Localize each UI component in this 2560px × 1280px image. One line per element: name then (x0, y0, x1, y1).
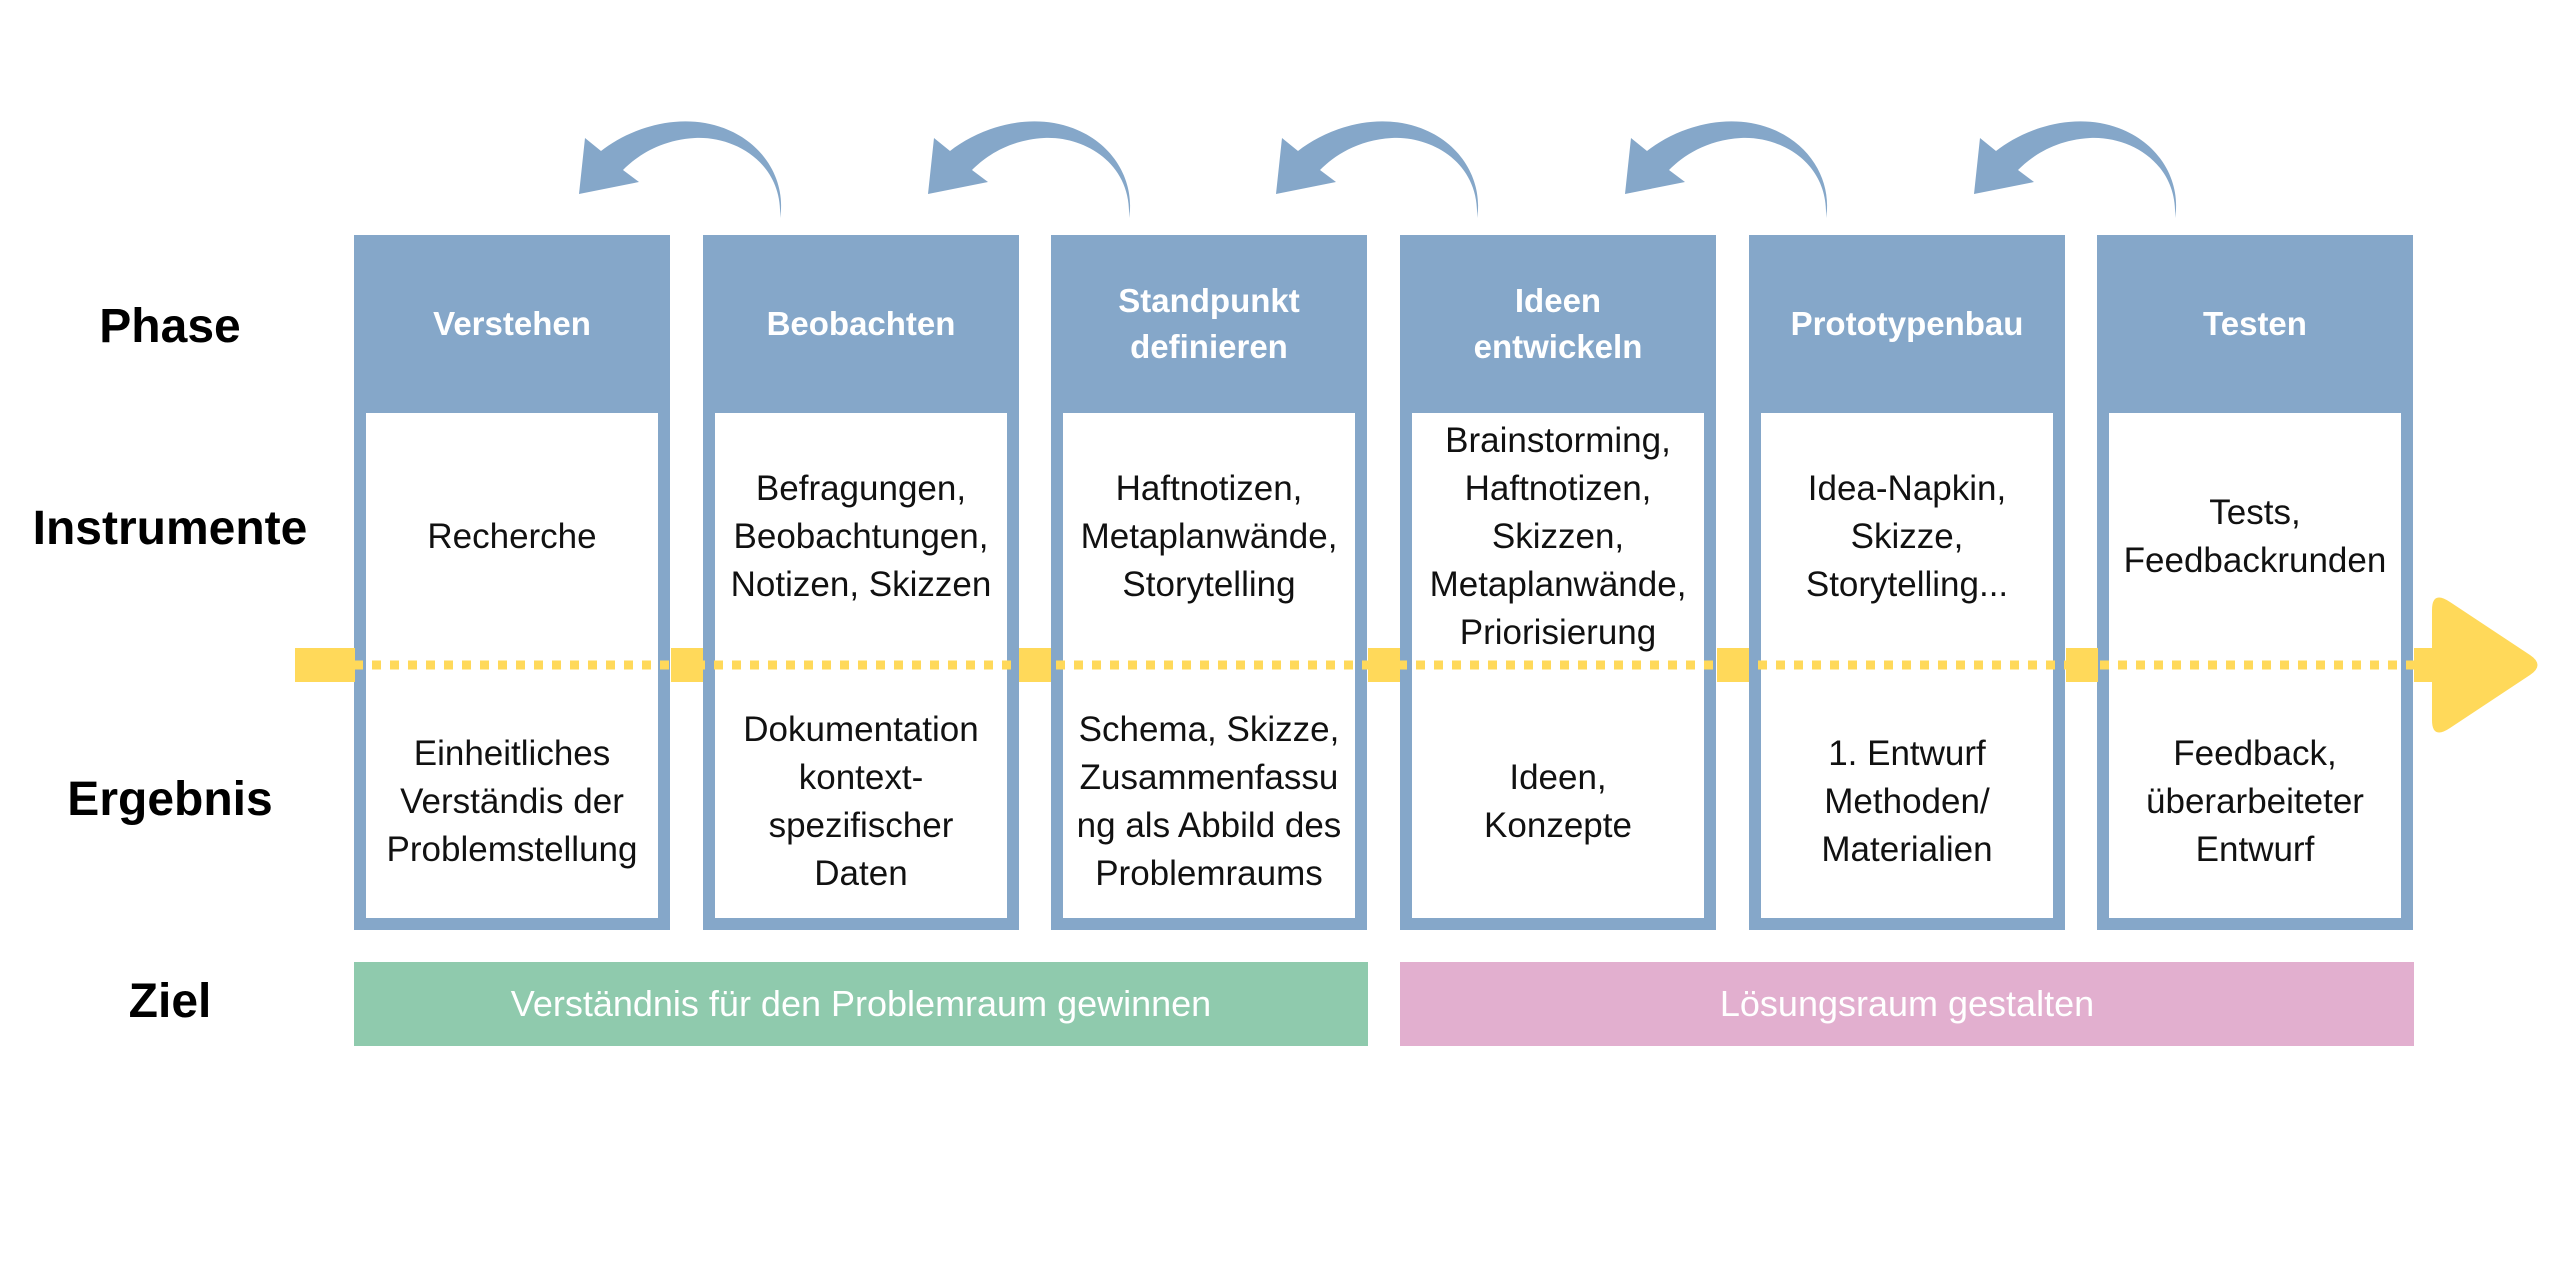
phase-title-line: Beobachten (766, 305, 956, 342)
instrumente-cell: Brainstorming, Haftnotizen, Skizzen, Metapl… (1412, 413, 1704, 661)
timeline-arrow-icon (2432, 597, 2538, 733)
instrumente-cell-line: Metaplanwände, (1429, 565, 1687, 604)
phase-title-line: Ideen (1514, 282, 1602, 319)
phase-title-line: Standpunkt (1118, 282, 1300, 319)
ergebnis-cell-line: Methoden/ (1824, 781, 1990, 821)
instrumente-cell: Recherche (366, 413, 658, 661)
instrumente-cell-line: Recherche (427, 517, 597, 556)
ergebnis-cell-line: kontext- (798, 757, 924, 797)
phase-title-line: Prototypenbau (1790, 305, 2024, 342)
ergebnis-cell-line: überarbeiteter (2146, 781, 2364, 821)
ergebnis-cell: Schema, Skizze, Zusammenfassu ng als Abbil… (1063, 685, 1355, 918)
instrumente-cell-line: Metaplanwände, (1080, 517, 1338, 556)
ergebnis-cell-line: Materialien (1821, 829, 1993, 869)
ergebnis-cell-line: Einheitliches (413, 733, 611, 773)
instrumente-cell: Befragungen, Beobachtungen, Notizen, Skizz… (715, 413, 1007, 661)
instrumente-cell-line: Brainstorming, (1445, 421, 1671, 460)
ergebnis-cell-line: Problemraums (1095, 853, 1323, 893)
phase-title-line: Verstehen (433, 305, 591, 342)
ergebnis-cell: Ideen, Konzepte (1412, 685, 1704, 918)
timeline-segment (2414, 648, 2434, 682)
ergebnis-cell-line: Entwurf (2195, 829, 2315, 869)
phase-title: Testen (2097, 235, 2413, 413)
ergebnis-cell-line: Daten (814, 853, 908, 893)
goal-loesungsraum: Lösungsraum gestalten (1400, 962, 2414, 1046)
instrumente-cell-line: Haftnotizen, (1464, 469, 1652, 508)
loop-back-arrow-icon (1625, 121, 1828, 218)
row-label-ziel: Ziel (128, 975, 212, 1028)
instrumente-cell-line: Haftnotizen, (1115, 469, 1303, 508)
phase-title-line: Testen (2203, 305, 2307, 342)
row-label-phase: Phase (99, 300, 241, 353)
instrumente-cell: Idea-Napkin, Skizze, Storytelling... (1761, 413, 2053, 661)
loop-back-arrow-icon (1974, 121, 2177, 218)
ergebnis-cell-line: Dokumentation (743, 709, 979, 749)
phase-title-line: entwickeln (1473, 328, 1643, 365)
instrumente-cell-line: Beobachtungen, (733, 517, 989, 556)
ergebnis-cell-line: ng als Abbild des (1076, 805, 1342, 845)
instrumente-cell-line: Storytelling... (1805, 565, 2009, 604)
ergebnis-cell-line: Problemstellung (386, 829, 638, 869)
phase-title-line: definieren (1130, 328, 1288, 365)
instrumente-cell-line: Befragungen, (755, 469, 967, 508)
ergebnis-cell-line: Schema, Skizze, (1078, 709, 1340, 749)
loop-arrows (579, 121, 2177, 218)
phase-title: Verstehen (354, 235, 670, 413)
ergebnis-cell-line: Zusammenfassu (1079, 757, 1339, 797)
loop-back-arrow-icon (928, 121, 1131, 218)
phase-title: Ideen entwickeln (1400, 235, 1716, 413)
timeline (295, 597, 2538, 733)
phase-title: Standpunkt definieren (1051, 235, 1367, 413)
ergebnis-cell-line: Konzepte (1484, 805, 1632, 845)
phase-body: Befragungen, Beobachtungen, Notizen, Skizz… (715, 413, 1007, 918)
instrumente-cell-line: Idea-Napkin, (1807, 469, 2007, 508)
ergebnis-cell-line: Verständis der (400, 781, 624, 821)
phase-body: Idea-Napkin, Skizze, Storytelling... 1. Ent… (1761, 413, 2053, 918)
instrumente-cell-line: Tests, (2209, 493, 2301, 532)
ergebnis-cell-line: spezifischer (768, 805, 954, 845)
instrumente-cell-line: Notizen, Skizzen (730, 565, 992, 604)
instrumente-cell-line: Skizzen, (1491, 517, 1625, 556)
loop-back-arrow-icon (1276, 121, 1479, 218)
ergebnis-cell-line: 1. Entwurf (1828, 733, 1986, 773)
row-label-instrumente: Instrumente (32, 502, 308, 555)
ergebnis-cell-line: Ideen, (1509, 757, 1607, 797)
goal-problemraum: Verständnis für den Problemraum gewinnen (354, 962, 1368, 1046)
instrumente-cell: Haftnotizen, Metaplanwände, Storytelling (1063, 413, 1355, 661)
instrumente-cell-line: Storytelling (1122, 565, 1296, 604)
phase-title: Prototypenbau (1749, 235, 2065, 413)
row-label-ergebnis: Ergebnis (67, 773, 273, 826)
ergebnis-cell-line: Feedback, (2173, 733, 2337, 773)
instrumente-cell-line: Priorisierung (1459, 613, 1657, 652)
instrumente-cell: Tests, Feedbackrunden (2109, 413, 2401, 661)
loop-back-arrow-icon (579, 121, 782, 218)
phase-title: Beobachten (703, 235, 1019, 413)
instrumente-cell-line: Skizze, (1850, 517, 1964, 556)
instrumente-cell-line: Feedbackrunden (2123, 541, 2387, 580)
